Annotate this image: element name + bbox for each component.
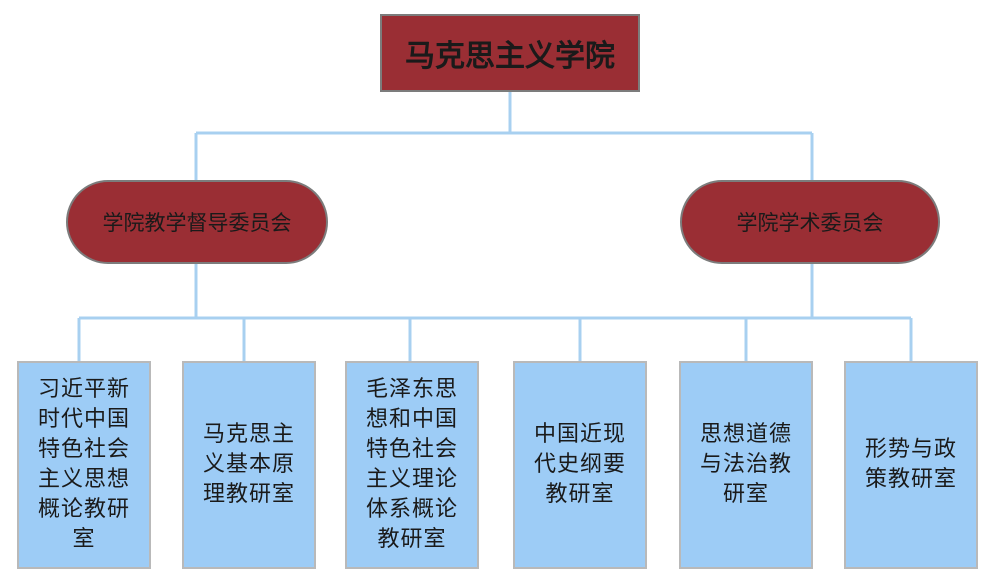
- dept-label: 中国近现代史纲要教研室: [533, 422, 626, 507]
- dept-marxism-basic-principles: 马克思主义基本原理教研室: [182, 361, 316, 569]
- committee-label: 学院学术委员会: [736, 211, 884, 235]
- committee-label: 学院教学督导委员会: [102, 211, 292, 235]
- committee-teaching-supervision: 学院教学督导委员会: [66, 180, 328, 264]
- dept-modern-chinese-history: 中国近现代史纲要教研室: [513, 361, 647, 569]
- dept-label: 形势与政策教研室: [864, 437, 957, 492]
- dept-situation-and-policy: 形势与政策教研室: [844, 361, 978, 569]
- dept-mao-thought-theory-system: 毛泽东思想和中国特色社会主义理论体系概论教研室: [345, 361, 479, 569]
- dept-label: 马克思主义基本原理教研室: [202, 422, 295, 507]
- committee-academic: 学院学术委员会: [680, 180, 940, 264]
- dept-label: 思想道德与法治教研室: [699, 422, 792, 507]
- dept-morality-and-law: 思想道德与法治教研室: [679, 361, 813, 569]
- dept-xi-thought-intro: 习近平新时代中国特色社会主义思想概论教研室: [17, 361, 151, 569]
- dept-label: 习近平新时代中国特色社会主义思想概论教研室: [37, 377, 130, 552]
- root-label: 马克思主义学院: [405, 39, 615, 74]
- dept-label: 毛泽东思想和中国特色社会主义理论体系概论教研室: [365, 377, 458, 552]
- root-node-school-of-marxism: 马克思主义学院: [380, 14, 640, 92]
